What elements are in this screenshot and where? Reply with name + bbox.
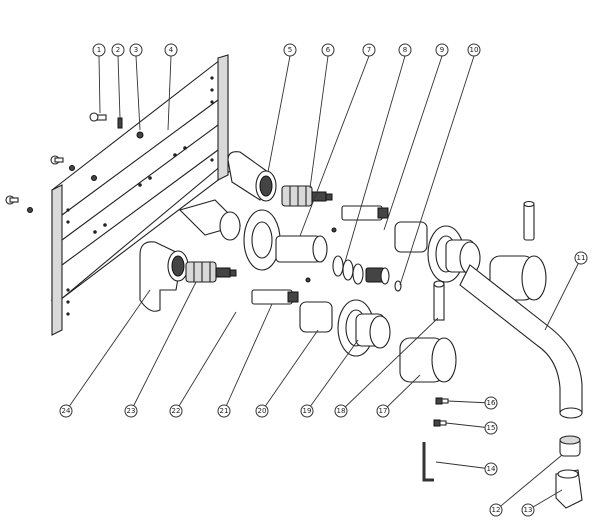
flange-ring <box>243 209 281 271</box>
callout-label: 5 <box>288 46 292 54</box>
spindle-extension-upper <box>341 205 389 221</box>
callout-label: 1 <box>97 46 101 54</box>
spout <box>459 264 583 419</box>
callout-label: 13 <box>524 506 533 514</box>
callout-label: 2 <box>116 46 120 54</box>
callout-18: 18 <box>334 404 348 418</box>
valve-body-upper <box>227 151 277 202</box>
callout-16: 16 <box>484 396 498 410</box>
allen-key <box>422 442 434 482</box>
callout-1: 1 <box>92 43 106 57</box>
callout-20: 20 <box>255 404 269 418</box>
callout-label: 17 <box>379 407 388 415</box>
callout-label: 21 <box>220 407 229 415</box>
knob-lower <box>399 337 457 383</box>
aerator <box>559 435 581 457</box>
callout-label: 3 <box>134 46 138 54</box>
callout-11: 11 <box>574 251 588 265</box>
callout-label: 12 <box>492 506 501 514</box>
cartridge-upper <box>281 185 333 207</box>
callout-2: 2 <box>111 43 125 57</box>
callout-13-lower: 13 <box>521 503 535 517</box>
callout-6: 6 <box>321 43 335 57</box>
callout-9: 9 <box>435 43 449 57</box>
callout-label: 16 <box>487 399 496 407</box>
small-fittings <box>433 397 449 427</box>
callout-label: 24 <box>62 407 71 415</box>
callout-label: 23 <box>127 407 136 415</box>
callout-label: 19 <box>303 407 312 415</box>
callout-14: 14 <box>484 462 498 476</box>
callout-24: 24 <box>59 404 73 418</box>
spindle-extension-lower <box>251 289 299 305</box>
callout-4: 4 <box>164 43 178 57</box>
connector-tubes <box>178 199 242 241</box>
sleeve-assembly <box>275 227 402 292</box>
callout-17: 17 <box>376 404 390 418</box>
callout-21: 21 <box>217 404 231 418</box>
handle-escutcheon-lower <box>299 299 391 357</box>
screw-set <box>5 112 144 213</box>
spout-stem <box>433 280 445 321</box>
callout-label: 10 <box>470 46 479 54</box>
callout-8: 8 <box>398 43 412 57</box>
callout-10: 10 <box>467 43 481 57</box>
callout-label: 20 <box>258 407 267 415</box>
callout-23: 23 <box>124 404 138 418</box>
callout-7: 7 <box>362 43 376 57</box>
callout-label: 4 <box>169 46 174 54</box>
callout-3: 3 <box>129 43 143 57</box>
callout-label: 6 <box>326 46 331 54</box>
callout-12: 12 <box>489 503 503 517</box>
callout-label: 22 <box>172 407 181 415</box>
callout-label: 8 <box>403 46 407 54</box>
callout-15: 15 <box>484 421 498 435</box>
callout-label: 9 <box>440 46 444 54</box>
mounting-plate <box>50 54 240 336</box>
pin <box>523 200 535 241</box>
valve-body-lower <box>139 241 189 312</box>
callout-19: 19 <box>300 404 314 418</box>
handle-escutcheon-upper <box>394 221 481 283</box>
aerator-holder <box>555 469 583 509</box>
callout-label: 18 <box>337 407 346 415</box>
callout-label: 11 <box>577 254 586 262</box>
cartridge-lower <box>185 261 237 283</box>
callout-label: 15 <box>487 424 496 432</box>
callout-5: 5 <box>283 43 297 57</box>
callout-label: 14 <box>487 465 496 473</box>
callout-label: 7 <box>367 46 371 54</box>
callout-22: 22 <box>169 404 183 418</box>
leader-lines <box>65 55 582 511</box>
